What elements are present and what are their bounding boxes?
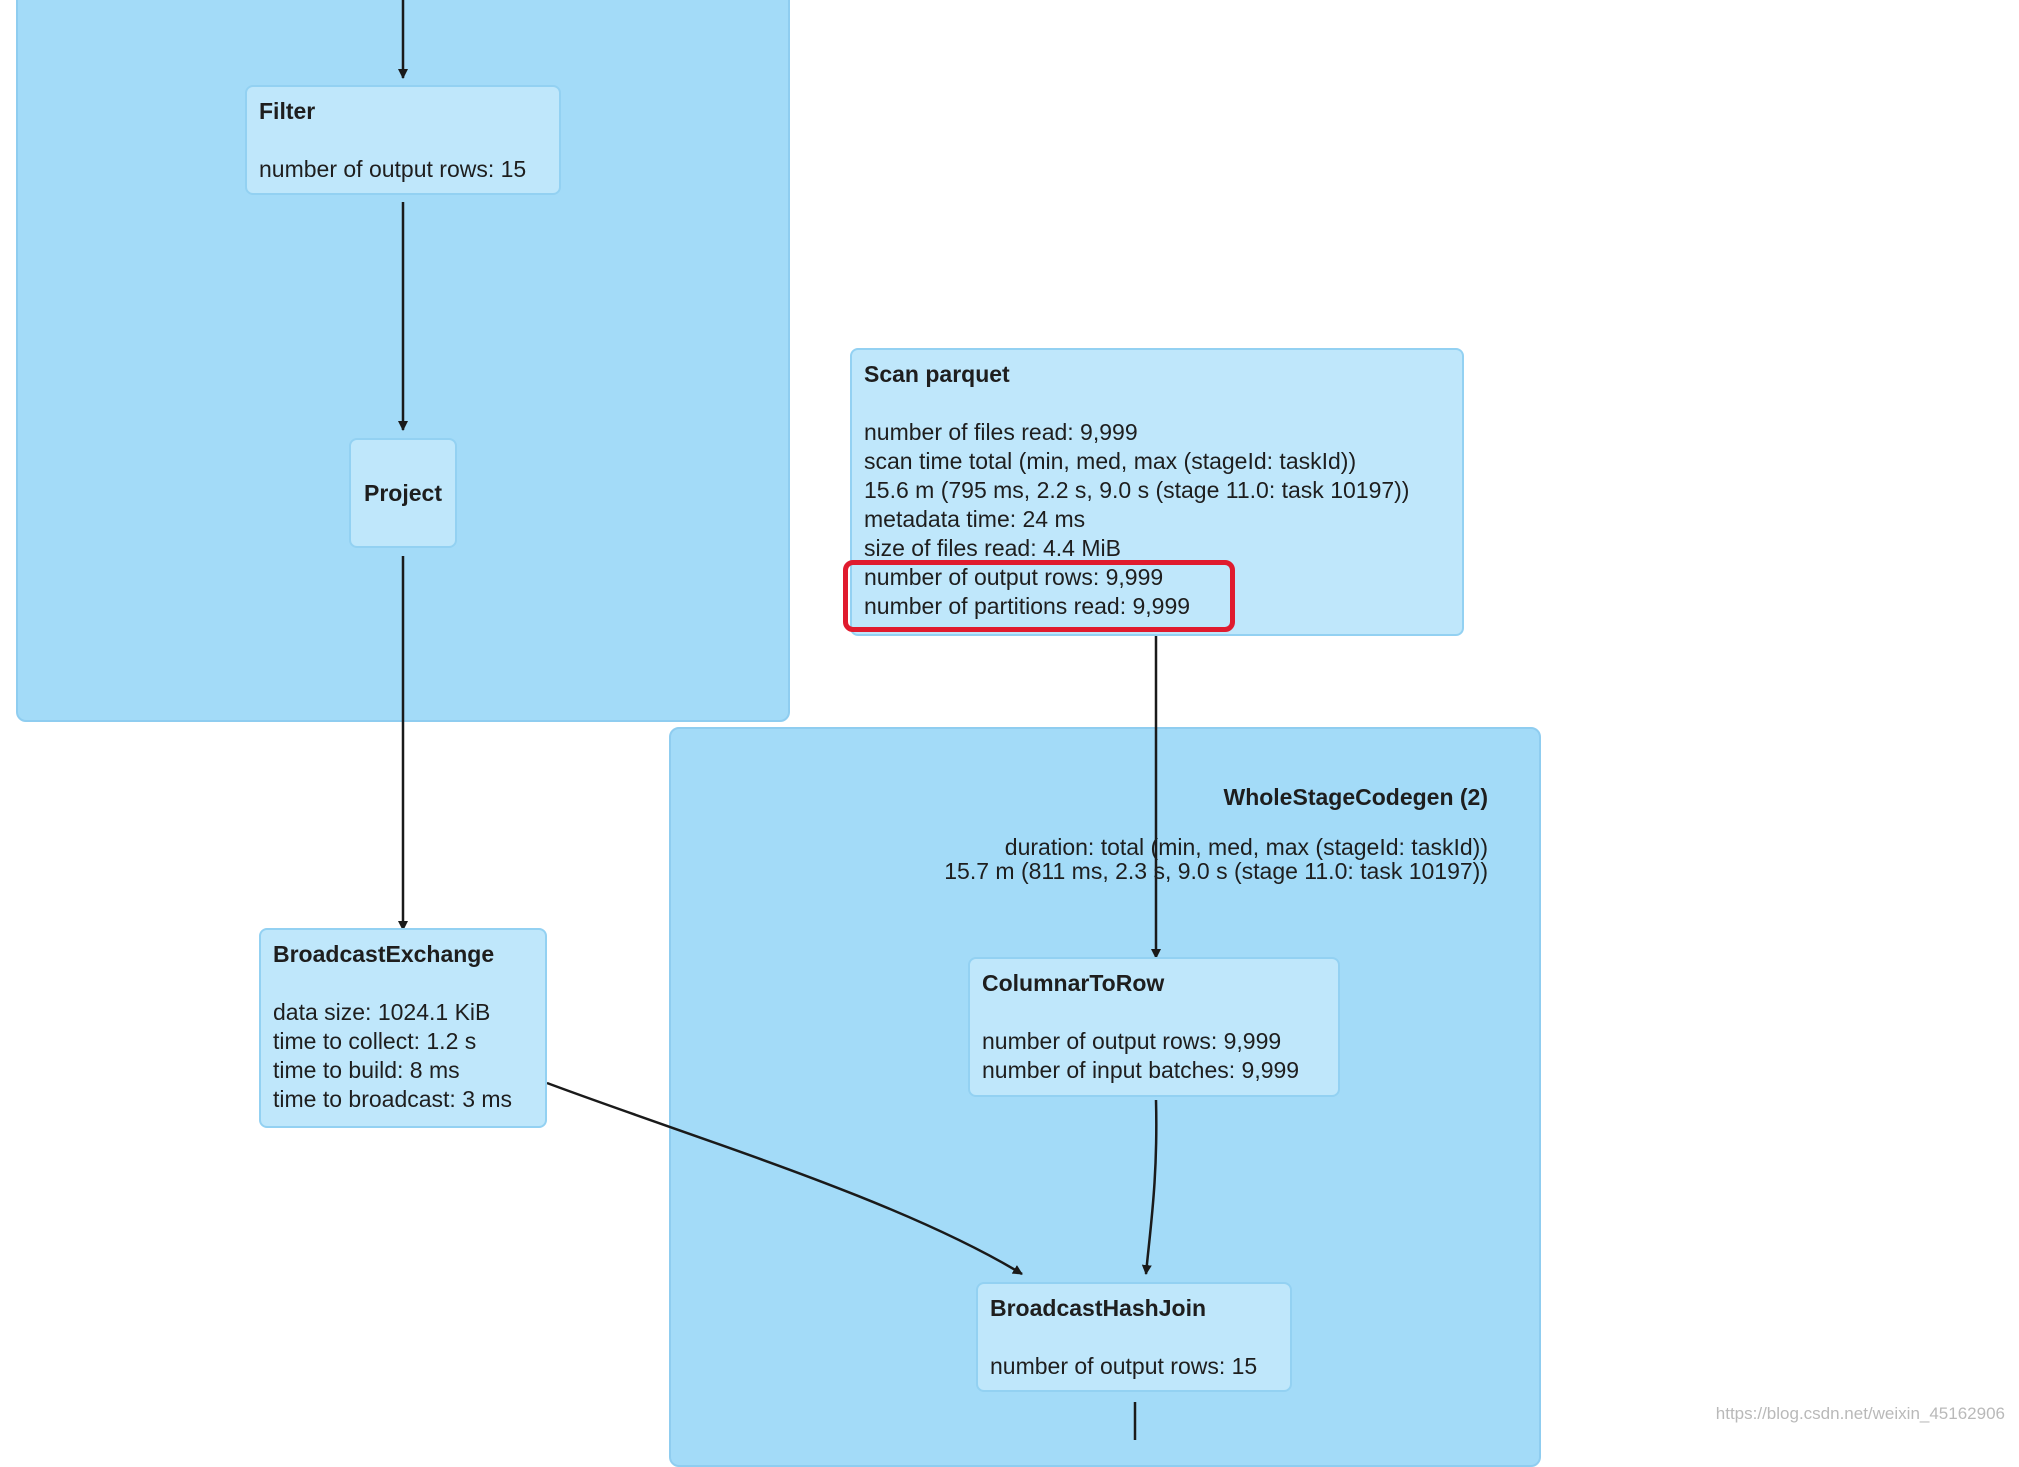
stage-2-duration-label: duration: total (min, med, max (stageId:… xyxy=(1004,834,1488,860)
metric-size-files-read: size of files read: 4.4 MiB xyxy=(864,535,1121,561)
stage-2-title: WholeStageCodegen (2) xyxy=(1223,784,1488,810)
metric-bhj-output-rows: number of output rows: 15 xyxy=(990,1353,1258,1379)
node-scan-parquet-title: Scan parquet xyxy=(864,361,1010,387)
node-columnar-to-row[interactable]: ColumnarToRow number of output rows: 9,9… xyxy=(968,957,1340,1097)
metric-time-to-build: time to build: 8 ms xyxy=(273,1057,460,1083)
node-filter[interactable]: Filter number of output rows: 15 xyxy=(245,85,561,195)
edge-broadcast-exchange-to-join xyxy=(546,1081,1023,1276)
node-filter-title: Filter xyxy=(259,98,316,124)
highlight-box xyxy=(843,560,1235,632)
metric-time-to-broadcast: time to broadcast: 3 ms xyxy=(273,1086,513,1112)
node-broadcast-hash-join-title: BroadcastHashJoin xyxy=(990,1295,1207,1321)
node-broadcast-hash-join[interactable]: BroadcastHashJoin number of output rows:… xyxy=(976,1282,1292,1392)
metric-scan-time-value: 15.6 m (795 ms, 2.2 s, 9.0 s (stage 11.0… xyxy=(864,477,1410,503)
metric-ctr-input-batches: number of input batches: 9,999 xyxy=(982,1057,1300,1083)
metric-files-read: number of files read: 9,999 xyxy=(864,419,1138,445)
node-project-title: Project xyxy=(364,479,442,506)
metric-time-to-collect: time to collect: 1.2 s xyxy=(273,1028,477,1054)
node-broadcast-exchange-title: BroadcastExchange xyxy=(273,941,495,967)
node-columnar-to-row-title: ColumnarToRow xyxy=(982,970,1165,996)
node-broadcast-exchange[interactable]: BroadcastExchange data size: 1024.1 KiB … xyxy=(259,928,547,1128)
metric-metadata-time: metadata time: 24 ms xyxy=(864,506,1086,532)
edge-columnar-to-row-to-join xyxy=(1141,1099,1158,1275)
node-scan-parquet[interactable]: Scan parquet number of files read: 9,999… xyxy=(850,348,1464,636)
node-project[interactable]: Project xyxy=(349,438,457,548)
metric-partitions-read: number of partitions read: 9,999 xyxy=(864,593,1191,619)
stage-2-label: WholeStageCodegen (2) duration: total (m… xyxy=(944,785,1488,883)
stage-2-duration-value: 15.7 m (811 ms, 2.3 s, 9.0 s (stage 11.0… xyxy=(944,858,1488,884)
node-filter-metric: number of output rows: 15 xyxy=(259,156,527,182)
metric-data-size: data size: 1024.1 KiB xyxy=(273,999,491,1025)
metric-scan-time-label: scan time total (min, med, max (stageId:… xyxy=(864,448,1357,474)
metric-output-rows: number of output rows: 9,999 xyxy=(864,564,1164,590)
metric-ctr-output-rows: number of output rows: 9,999 xyxy=(982,1028,1282,1054)
watermark: https://blog.csdn.net/weixin_45162906 xyxy=(1715,1404,2005,1423)
